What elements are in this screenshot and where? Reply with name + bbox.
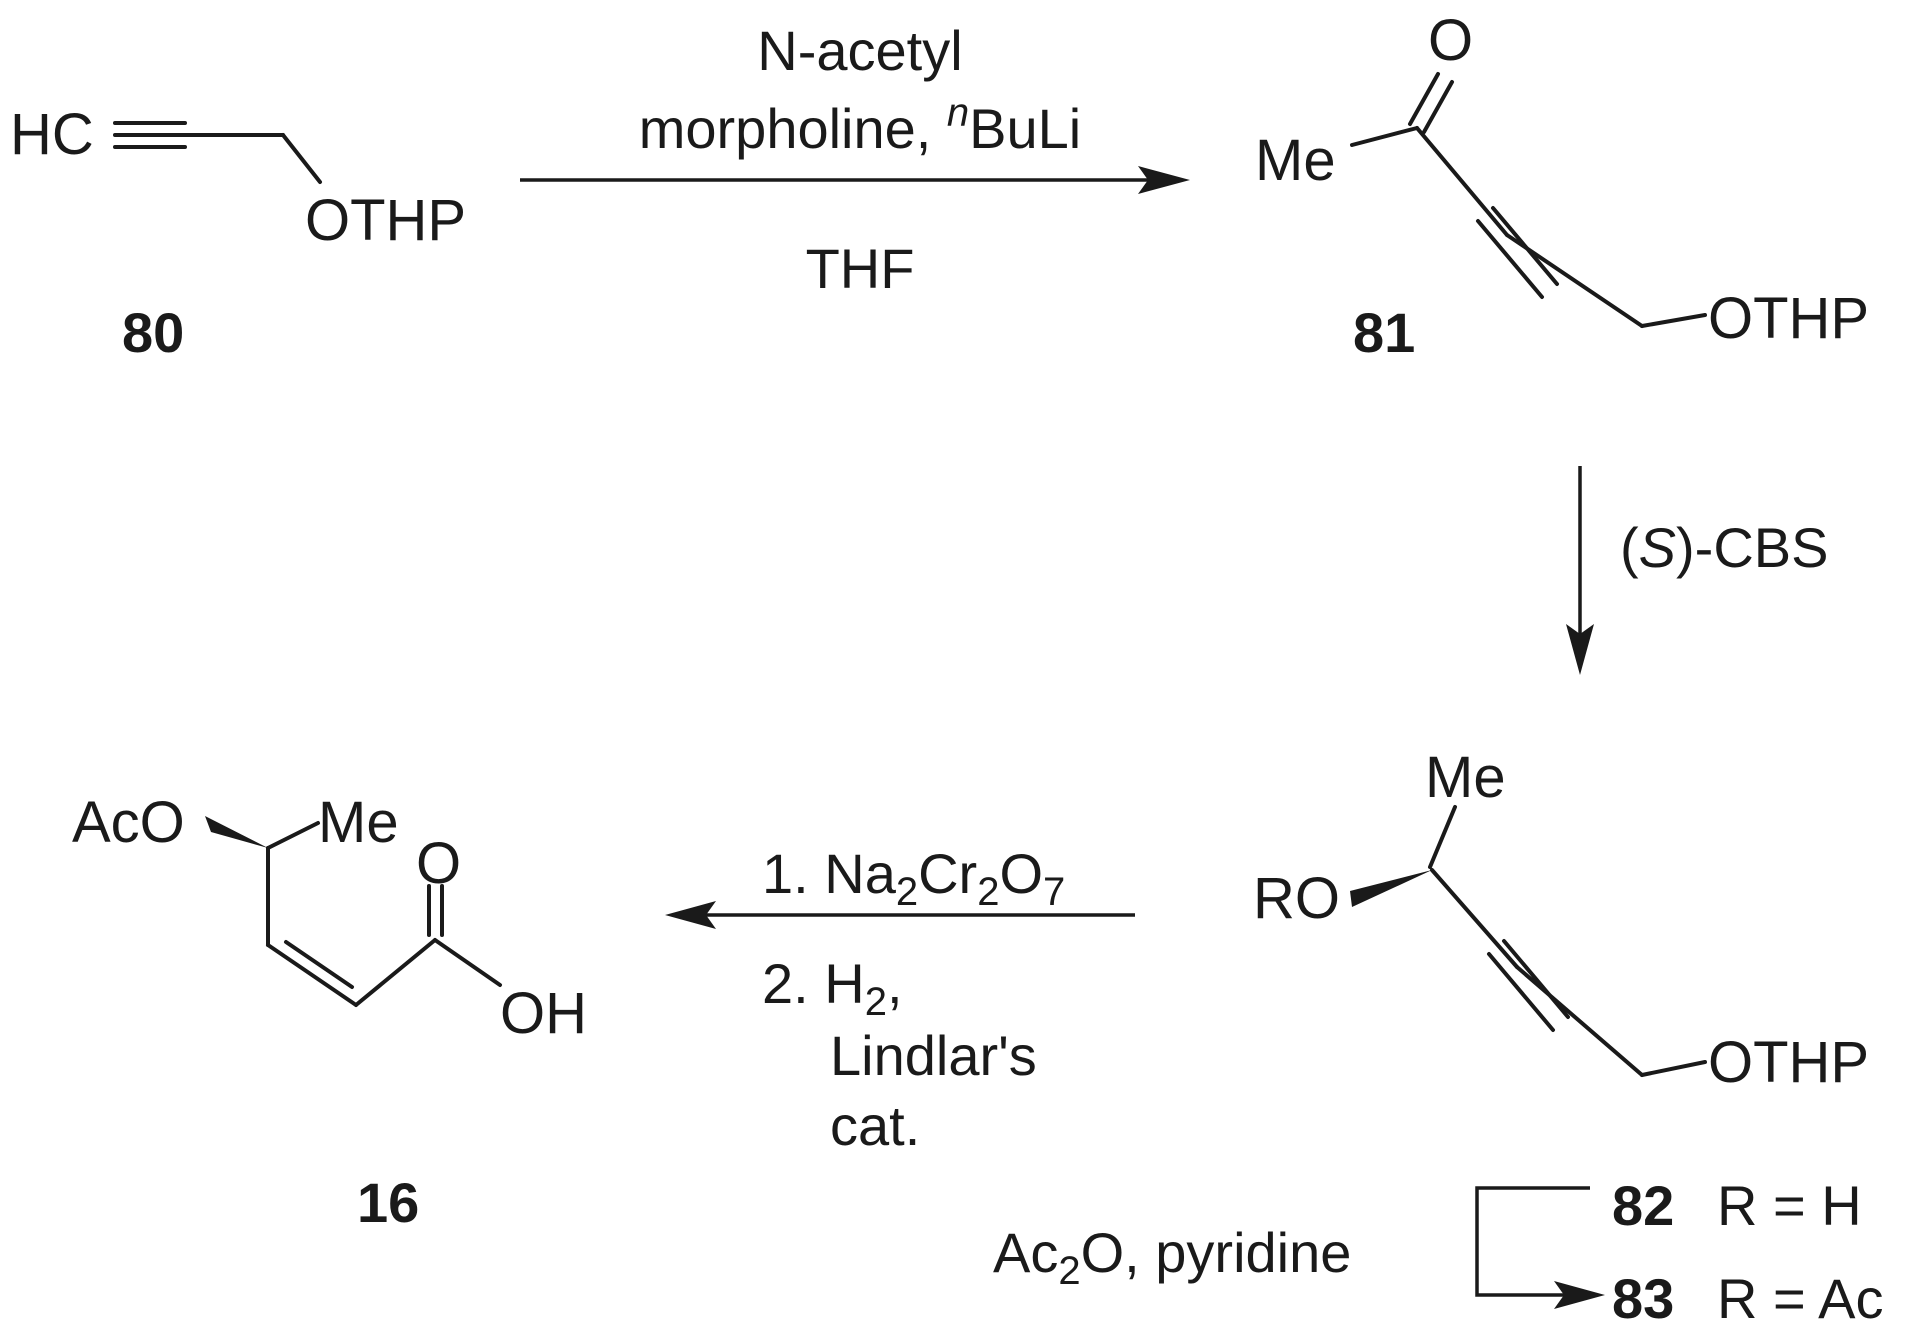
double-bond-cis-inner: [284, 940, 354, 989]
bond-ch-c: [354, 938, 437, 1007]
wedge-bond: [1350, 870, 1432, 907]
triple-bond: [113, 121, 187, 149]
compound-16: AcO Me O OH 16: [72, 790, 587, 1234]
reagent-cbs: (S)-CBS: [1620, 516, 1828, 579]
atom-me: Me: [1255, 128, 1336, 193]
atom-hc: HC: [10, 102, 94, 167]
bond-c-o: [1640, 313, 1707, 328]
r-group-83: R = Ac: [1717, 1267, 1884, 1330]
atom-me: Me: [1425, 745, 1506, 810]
bond-c-o: [1640, 1060, 1707, 1077]
compound-number-82: 82: [1612, 1174, 1674, 1237]
atom-ro: RO: [1253, 866, 1340, 931]
compound-number-83: 83: [1612, 1267, 1674, 1330]
wedge-bond: [205, 816, 268, 848]
carbonyl-bond-b: [1422, 80, 1454, 134]
compound-number: 16: [357, 1171, 419, 1234]
bond-c-o: [281, 133, 322, 184]
compound-80: HC OTHP 80: [10, 102, 466, 364]
compound-number: 80: [122, 301, 184, 364]
reaction-arrow-acetylation: Ac2O, pyridine: [993, 1186, 1605, 1309]
bond-c-me: [1428, 805, 1457, 869]
compound-82-83: Me RO OTHP: [1253, 745, 1869, 1095]
double-bond-cis: [266, 943, 358, 1007]
bond-c-me: [266, 821, 320, 850]
reagent-line2: morpholine, nBuLi: [639, 91, 1082, 160]
atom-othp: OTHP: [305, 188, 466, 253]
atom-othp: OTHP: [1708, 1030, 1869, 1095]
carbonyl-bond-a: [1408, 72, 1440, 126]
solvent-label: THF: [806, 237, 915, 300]
bond-c-oh: [433, 938, 502, 987]
compound-number: 81: [1353, 301, 1415, 364]
reaction-arrow-step3: 1. Na2Cr2O7 2. H2, Lindlar's cat.: [665, 842, 1135, 1157]
reaction-arrow-step2: (S)-CBS: [1566, 466, 1828, 675]
r-group-82: R = H: [1717, 1174, 1862, 1237]
reagent-hydrogenation: 2. H2,: [762, 952, 903, 1024]
atom-o: O: [416, 831, 461, 896]
atom-o: O: [1428, 8, 1473, 73]
reaction-arrow-step1: N-acetyl morpholine, nBuLi THF: [520, 19, 1190, 300]
triple-bond: [1430, 868, 1644, 1077]
compound-81: O Me OTHP 81: [1255, 8, 1869, 364]
reagent-lindlar: Lindlar's: [830, 1024, 1037, 1087]
atom-oh: OH: [500, 981, 587, 1046]
reagent-ac2o: Ac2O, pyridine: [993, 1221, 1351, 1293]
reagent-line1: N-acetyl: [757, 19, 962, 82]
atom-othp: OTHP: [1708, 286, 1869, 351]
reagent-oxidation: 1. Na2Cr2O7: [762, 842, 1065, 914]
compound-labels-82-83: 82 R = H 83 R = Ac: [1612, 1174, 1884, 1330]
reagent-cat: cat.: [830, 1094, 920, 1157]
atom-aco: AcO: [72, 790, 185, 855]
atom-me: Me: [318, 790, 399, 855]
triple-bond: [1415, 126, 1644, 328]
bond-me-c: [1350, 126, 1419, 147]
